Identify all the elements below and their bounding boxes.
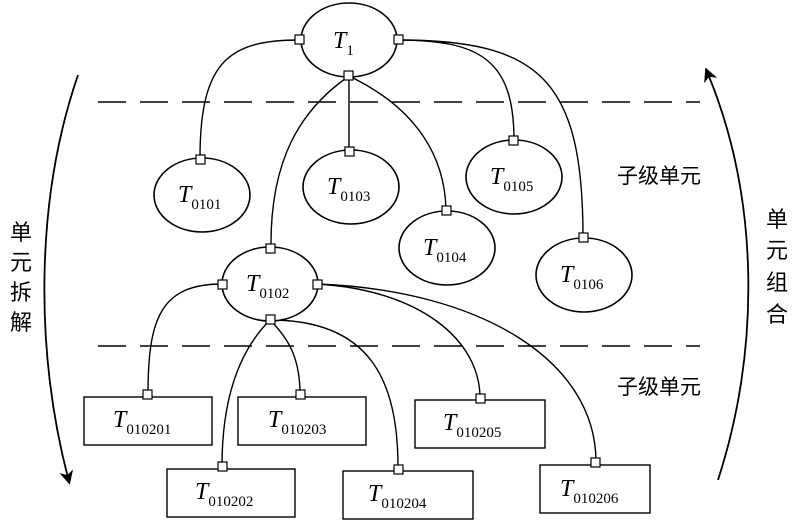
port xyxy=(590,457,601,468)
port xyxy=(343,70,354,81)
port xyxy=(508,135,519,146)
edge-t0102-t010202 xyxy=(221,319,271,467)
decompose-arrow xyxy=(43,74,79,485)
node-t010205: T010205 xyxy=(414,393,546,449)
left-side-label: 单 元 拆 解 xyxy=(10,221,32,336)
svg-text:元: 元 xyxy=(766,239,788,264)
svg-text:T0106: T0106 xyxy=(560,262,604,293)
upper-level-label: 子级单元 xyxy=(617,164,701,188)
node-t0105: T0105 xyxy=(465,135,563,215)
svg-text:T010205: T010205 xyxy=(443,410,501,441)
port xyxy=(344,146,355,157)
svg-text:T010203: T010203 xyxy=(268,407,326,438)
edge-t0102-t010205 xyxy=(316,283,481,399)
node-t0101: T0101 xyxy=(153,154,251,233)
node-t010203: T010203 xyxy=(237,389,367,446)
compose-arrow xyxy=(704,67,750,481)
edge-t0102-t010203 xyxy=(269,319,301,395)
svg-text:合: 合 xyxy=(766,303,788,328)
node-t010206: T010206 xyxy=(539,457,651,514)
port xyxy=(393,34,404,45)
right-side-label: 单 元 组 合 xyxy=(766,208,788,328)
node-t0102: T0102 xyxy=(217,243,323,325)
lower-level-label: 子级单元 xyxy=(617,375,701,399)
svg-text:T0102: T0102 xyxy=(246,271,289,302)
edges xyxy=(147,39,597,469)
port xyxy=(312,279,323,290)
port xyxy=(142,389,153,400)
svg-text:T0104: T0104 xyxy=(423,235,467,266)
node-t010201: T010201 xyxy=(83,389,213,446)
port xyxy=(295,389,306,400)
port xyxy=(265,243,276,254)
svg-text:元: 元 xyxy=(10,251,32,276)
node-t0103: T0103 xyxy=(302,146,400,225)
edge-t0102-t010206 xyxy=(316,283,597,463)
node-t010204: T010204 xyxy=(342,464,474,520)
svg-text:T010201: T010201 xyxy=(113,407,171,438)
svg-text:拆: 拆 xyxy=(10,281,32,306)
port xyxy=(578,232,589,243)
edge-t0102-t010201 xyxy=(147,283,223,395)
port xyxy=(217,279,228,290)
svg-text:T010204: T010204 xyxy=(368,481,427,512)
svg-text:T010202: T010202 xyxy=(195,479,253,510)
port xyxy=(195,154,206,165)
node-t0104: T0104 xyxy=(398,205,496,286)
port xyxy=(217,461,228,472)
svg-text:T0105: T0105 xyxy=(490,164,533,195)
port xyxy=(475,393,486,404)
svg-text:T0103: T0103 xyxy=(327,174,370,205)
port xyxy=(294,34,305,45)
node-t1: T1 xyxy=(294,2,404,81)
port xyxy=(441,205,452,216)
svg-text:单: 单 xyxy=(10,221,32,246)
node-t1-label: T1 xyxy=(333,28,354,59)
edge-t1-t0106 xyxy=(397,39,584,238)
port xyxy=(393,464,404,475)
edge-t1-t0104 xyxy=(348,75,447,211)
port xyxy=(265,314,276,325)
node-t0106: T0106 xyxy=(535,232,633,313)
edge-t1-t0101 xyxy=(199,39,301,159)
svg-text:组: 组 xyxy=(766,271,788,296)
svg-text:T010206: T010206 xyxy=(560,476,619,507)
node-t010202: T010202 xyxy=(166,461,296,518)
edge-t0102-t010204 xyxy=(269,319,399,469)
svg-text:T0101: T0101 xyxy=(178,182,221,213)
svg-text:单: 单 xyxy=(766,208,788,233)
svg-text:解: 解 xyxy=(10,311,32,336)
edge-t1-t0102 xyxy=(270,75,350,249)
